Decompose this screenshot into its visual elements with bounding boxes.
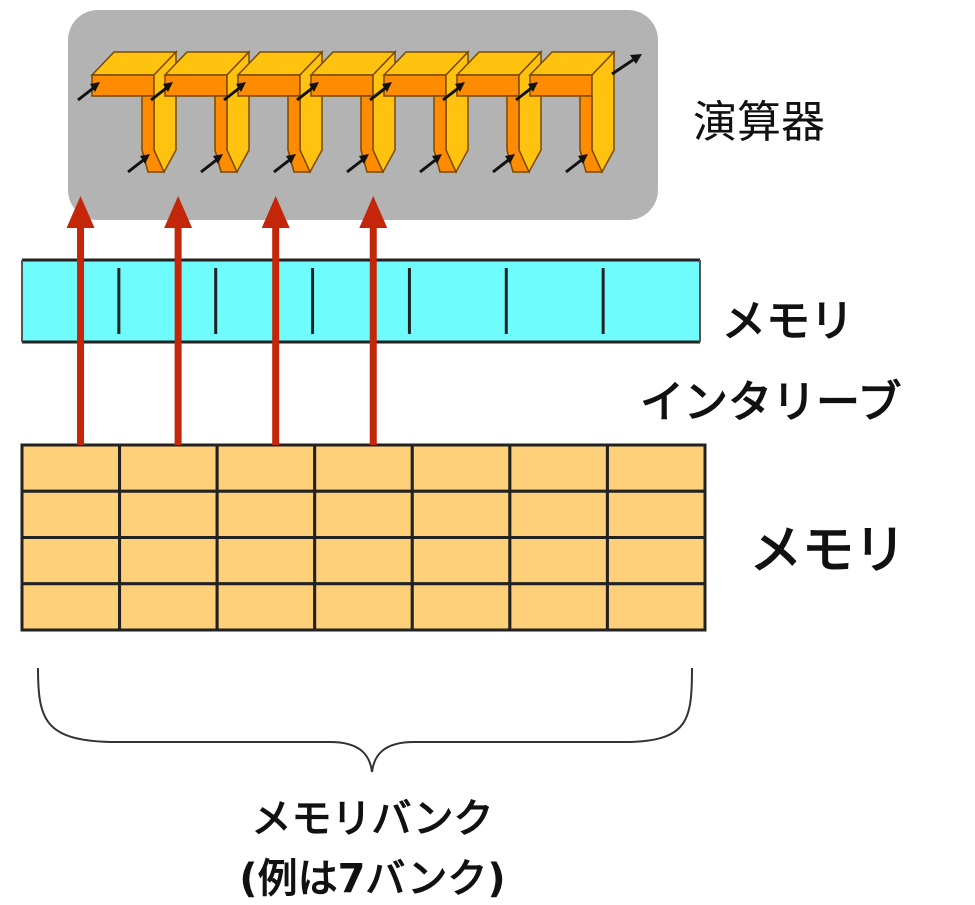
memory-cell	[118, 582, 219, 632]
memory-cell	[20, 536, 122, 586]
interleave-label-line1: メモリ	[722, 296, 854, 347]
memory-cell	[508, 536, 609, 586]
red-arrowhead	[66, 196, 95, 228]
pipeline-output-arrowhead	[630, 54, 642, 64]
memory-cell	[605, 489, 707, 539]
memory-cell	[410, 443, 512, 493]
memory-cell	[313, 536, 414, 586]
memory-label: メモリ	[750, 521, 907, 581]
memory-interleave-bar	[21, 258, 701, 344]
memory-cell	[410, 489, 512, 539]
memory-cell	[20, 443, 122, 493]
memory-cell	[215, 443, 317, 493]
memory-cell	[118, 443, 219, 493]
memory-cell	[215, 582, 317, 632]
alu-pipeline	[77, 50, 642, 174]
memory-cell	[508, 582, 609, 632]
memory-bank-example-label: (例は7バンク)	[239, 856, 506, 902]
memory-grid	[20, 443, 707, 632]
bank-to-alu-arrows	[66, 196, 388, 445]
memory-cell	[508, 443, 609, 493]
pipeline-stage	[77, 50, 178, 174]
red-arrowhead	[359, 196, 388, 228]
memory-cell	[605, 536, 707, 586]
memory-cell	[508, 489, 609, 539]
memory-cell	[313, 582, 414, 632]
alu-label: 演算器	[693, 97, 825, 148]
red-arrowhead	[261, 196, 290, 228]
red-arrowhead	[164, 196, 193, 228]
pipeline-stage	[515, 50, 616, 174]
memory-cell	[118, 489, 219, 539]
memory-cell	[313, 489, 414, 539]
memory-cell	[20, 582, 122, 632]
memory-cell	[410, 582, 512, 632]
memory-cell	[605, 443, 707, 493]
memory-bank-label: メモリバンク	[251, 796, 494, 842]
memory-cell	[313, 443, 414, 493]
pipeline-output-arrow	[611, 56, 637, 76]
memory-cell	[118, 536, 219, 586]
bank-brace	[37, 667, 693, 773]
memory-cell	[410, 536, 512, 586]
memory-cell	[215, 489, 317, 539]
interleave-label-line2: インタリーブ	[640, 377, 902, 428]
pipeline-stage	[296, 50, 397, 174]
memory-cell	[20, 489, 122, 539]
memory-cell	[605, 582, 707, 632]
memory-cell	[215, 536, 317, 586]
